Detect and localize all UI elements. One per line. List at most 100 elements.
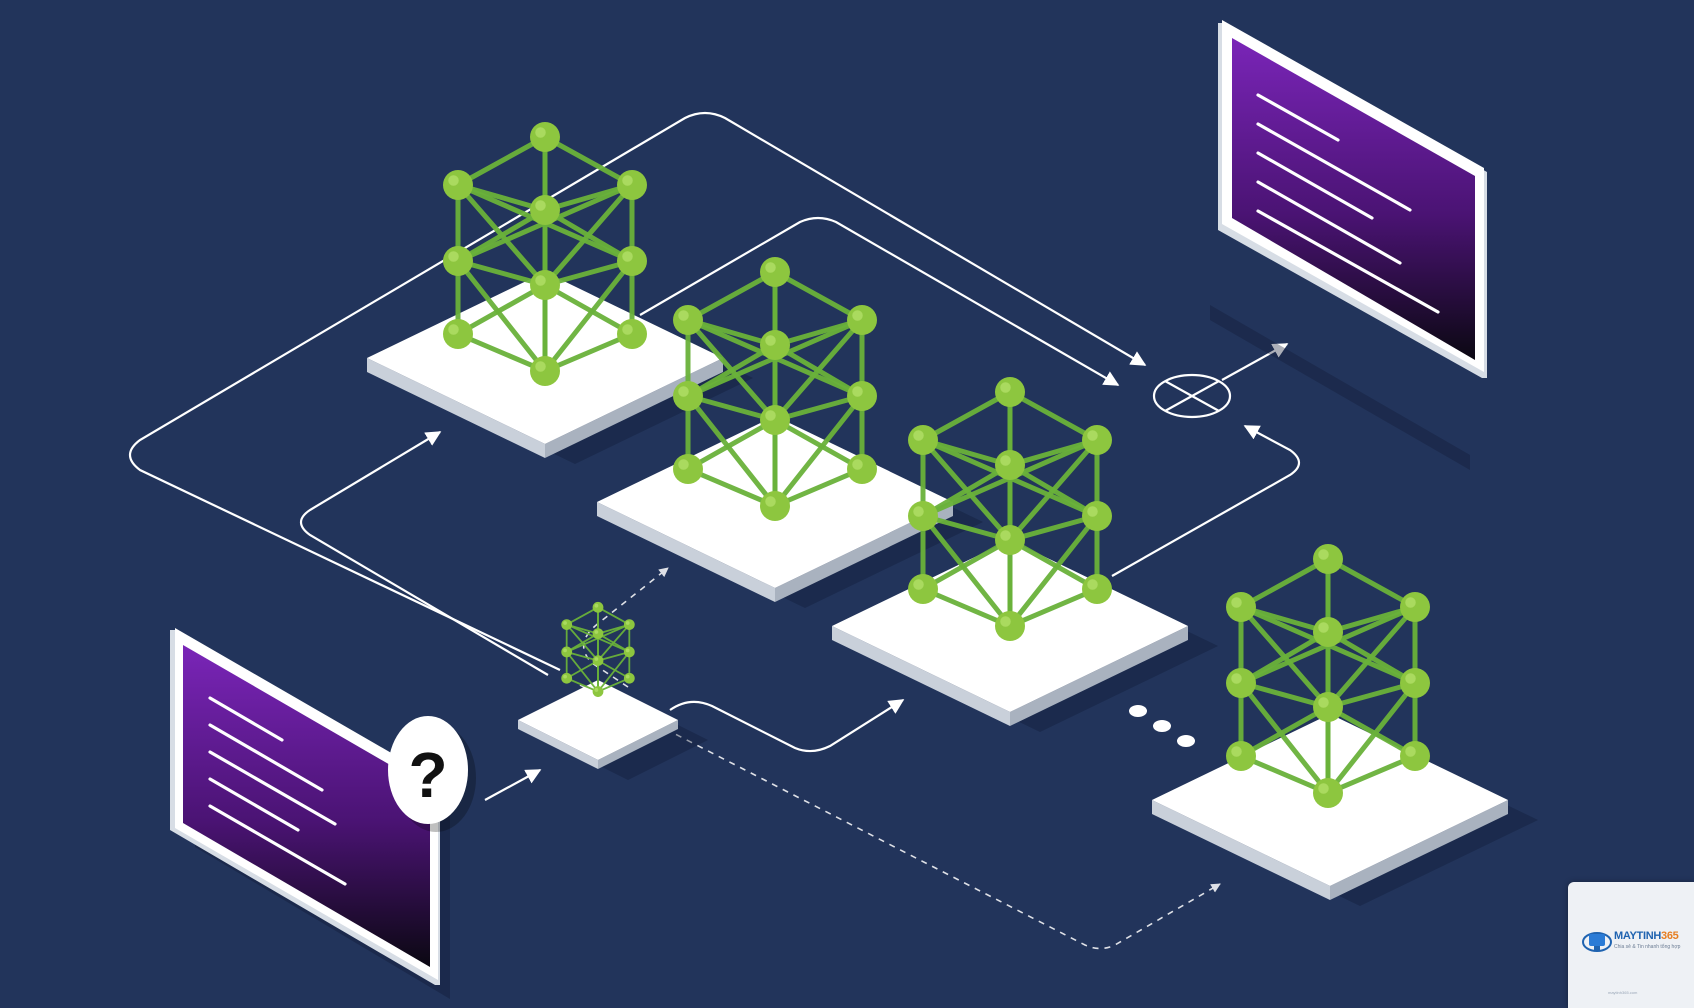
network-node [995,450,1025,480]
route-line-expert1 [299,431,549,676]
network-node-highlight [1087,430,1098,441]
network-node-highlight [852,459,863,470]
network-node-highlight [625,648,630,653]
network-edge [920,389,1013,443]
network-node-highlight [913,506,924,517]
network-edge [455,258,548,288]
network-edge [542,134,635,188]
routing-lines [128,111,1301,801]
network-node [592,655,604,666]
neural-network-icon [1226,544,1430,808]
network-edge [542,282,635,337]
network-node [908,501,938,531]
network-node-highlight [1318,783,1329,794]
network-node-highlight [625,674,630,679]
inactive-route-expert4 [579,684,1221,950]
network-node-highlight [594,657,599,661]
network-node [1226,668,1256,698]
network-node [1313,617,1343,647]
expert-1-unit [367,122,753,464]
network-node [995,611,1025,641]
network-node [995,525,1025,555]
network-node-highlight [563,648,567,653]
network-edge [542,331,635,374]
question-icon: ? [388,716,476,832]
expert-2-unit [597,257,983,608]
network-edge [565,606,599,626]
network-node-highlight [1000,382,1011,393]
network-edge [597,659,631,680]
network-node [1400,592,1430,622]
network-node-highlight [1318,697,1329,708]
route-line-output [1221,343,1289,381]
network-node [1400,668,1430,698]
network-node [908,425,938,455]
network-edge [920,513,1013,543]
network-node-highlight [1231,597,1242,608]
network-node [1400,741,1430,771]
network-node [561,619,573,630]
network-node [1082,574,1112,604]
network-node-highlight [448,251,459,262]
network-edge [455,258,548,374]
expert-4-unit [1152,544,1538,906]
output-monitor-icon [1210,20,1487,470]
network-node-highlight [1405,597,1416,608]
network-node [592,601,604,613]
network-edge [542,258,635,288]
network-node [673,305,703,335]
network-node-highlight [1318,549,1329,560]
network-node-highlight [594,630,599,634]
network-node [623,646,635,658]
network-node-highlight [765,410,776,421]
network-edge [1238,556,1331,610]
network-node-highlight [678,386,689,397]
expert-1-side-right [545,358,723,458]
network-node-highlight [622,175,633,186]
network-node-highlight [1231,746,1242,757]
network-edge [597,651,631,693]
network-node-highlight [1087,506,1098,517]
network-edge [1325,753,1418,796]
input-text-lines [208,696,347,886]
router-side-left [518,720,598,769]
monitor-logo-icon [1582,932,1612,952]
network-node-highlight [913,579,924,590]
network-edge [685,417,778,472]
combine-operator-icon [1152,373,1232,419]
network-node [530,356,560,386]
expert-2-side-right [775,502,953,602]
network-edge [920,537,1013,592]
network-edge [455,134,548,188]
expert-1-side-left [367,358,545,458]
network-node [1313,544,1343,574]
network-node [908,574,938,604]
network-edge [685,393,778,423]
network-node [617,246,647,276]
network-node-highlight [1231,673,1242,684]
network-node-highlight [1405,746,1416,757]
network-node [561,672,573,684]
network-edge [1325,680,1418,710]
question-mark: ? [408,739,447,811]
network-node-highlight [535,361,546,372]
network-node-highlight [913,430,924,441]
network-edge [772,269,865,323]
network-node-highlight [765,262,776,273]
network-node-highlight [535,200,546,211]
network-edge [1325,680,1418,796]
route-line-input [484,769,542,801]
network-node [530,195,560,225]
network-node [530,122,560,152]
network-node [847,305,877,335]
expert-4-side-left [1152,800,1330,900]
expert-3-side-right [1010,626,1188,726]
watermark-tagline: Chia sẻ & Tin nhanh tổng hợp [1614,944,1681,950]
network-node-highlight [563,621,567,625]
network-node [760,491,790,521]
network-node [623,619,635,630]
network-edge [597,677,631,693]
network-node-highlight [1000,455,1011,466]
network-node [760,405,790,435]
